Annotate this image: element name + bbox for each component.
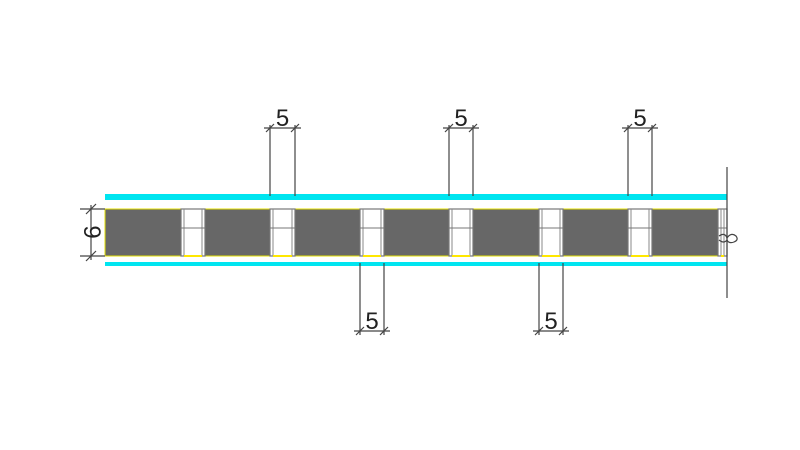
- stud: [269, 208, 296, 257]
- stud: [538, 208, 564, 257]
- block: [104, 208, 182, 257]
- stud-width-label: 5: [544, 308, 557, 335]
- top-dimensions: 5 5 5: [264, 105, 658, 196]
- stud-width-dimension: 5: [622, 105, 658, 196]
- block: [383, 208, 450, 257]
- stud-width-label: 5: [633, 105, 646, 132]
- height-dimension-label: 9: [78, 225, 105, 238]
- stud-width-dimension: 5: [264, 105, 301, 196]
- block: [651, 208, 719, 257]
- stud: [359, 208, 385, 257]
- bottom-finish-layer: [105, 262, 727, 266]
- top-finish-layer: [105, 194, 727, 200]
- block: [204, 208, 271, 257]
- stud: [448, 208, 474, 257]
- break-symbol: [718, 233, 738, 244]
- stud-width-label: 5: [365, 308, 378, 335]
- stud-width-dimension: 5: [533, 263, 569, 336]
- height-dimension: 9: [78, 203, 105, 262]
- block: [562, 208, 629, 257]
- stud-width-dimension: 5: [443, 105, 479, 196]
- wall-blocks: [104, 208, 719, 257]
- stud: [627, 208, 653, 257]
- stud: [717, 208, 728, 257]
- stud: [180, 208, 206, 257]
- stud-width-dimension: 5: [354, 263, 390, 336]
- block: [294, 208, 361, 257]
- stud-width-label: 5: [454, 105, 467, 132]
- block: [472, 208, 540, 257]
- stud-width-label: 5: [276, 105, 289, 132]
- wall-studs: [180, 208, 728, 257]
